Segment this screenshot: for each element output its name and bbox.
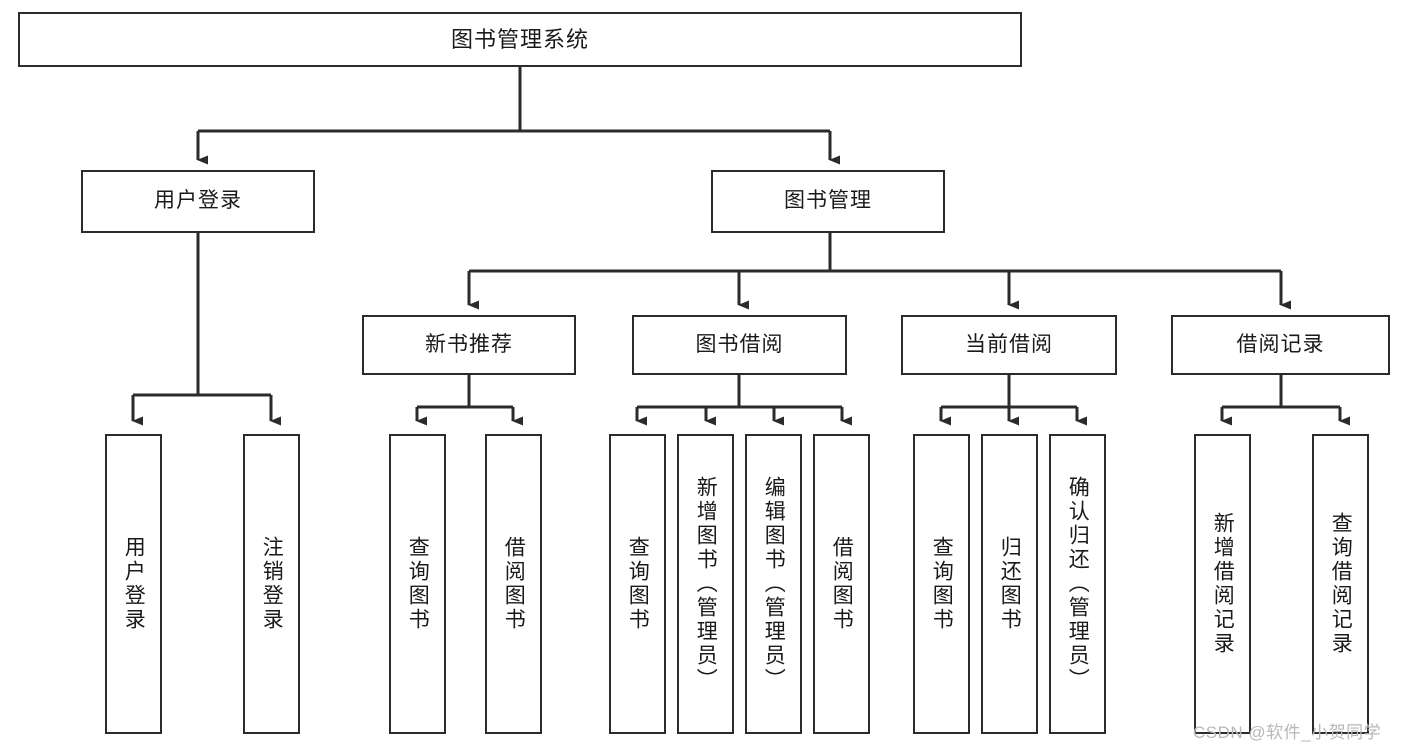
node-label: 借阅图书 (502, 536, 526, 632)
node-label: 新增借阅记录 (1211, 512, 1235, 656)
node-label: 查询图书 (626, 536, 650, 632)
leaf-record-add[interactable]: 新增借阅记录 (1194, 434, 1251, 734)
node-root-system[interactable]: 图书管理系统 (18, 12, 1022, 67)
leaf-record-query[interactable]: 查询借阅记录 (1312, 434, 1369, 734)
node-label: 用户登录 (122, 536, 146, 632)
node-book-management[interactable]: 图书管理 (711, 170, 945, 233)
leaf-user-login-login[interactable]: 用户登录 (105, 434, 162, 734)
leaf-new-book-borrow[interactable]: 借阅图书 (485, 434, 542, 734)
node-label: 新增图书（管理员） (694, 476, 718, 692)
leaf-current-return-book[interactable]: 归还图书 (981, 434, 1038, 734)
node-current-borrow[interactable]: 当前借阅 (901, 315, 1117, 375)
node-label: 归还图书 (998, 536, 1022, 632)
node-label: 注销登录 (260, 536, 284, 632)
node-label: 用户登录 (154, 189, 242, 213)
node-user-login[interactable]: 用户登录 (81, 170, 315, 233)
node-label: 新书推荐 (425, 332, 513, 356)
leaf-borrow-edit-book[interactable]: 编辑图书（管理员） (745, 434, 802, 734)
leaf-borrow-query-book[interactable]: 查询图书 (609, 434, 666, 734)
node-borrow-record[interactable]: 借阅记录 (1171, 315, 1390, 375)
leaf-new-book-query[interactable]: 查询图书 (389, 434, 446, 734)
node-label: 查询图书 (930, 536, 954, 632)
node-label: 借阅图书 (830, 536, 854, 632)
node-label: 图书管理系统 (450, 26, 589, 52)
leaf-borrow-add-book[interactable]: 新增图书（管理员） (677, 434, 734, 734)
leaf-current-query-book[interactable]: 查询图书 (913, 434, 970, 734)
node-label: 图书管理 (784, 189, 872, 213)
leaf-borrow-borrow-book[interactable]: 借阅图书 (813, 434, 870, 734)
node-label: 借阅记录 (1236, 332, 1325, 356)
node-book-borrow[interactable]: 图书借阅 (632, 315, 847, 375)
node-label: 查询借阅记录 (1329, 512, 1353, 656)
node-label: 编辑图书（管理员） (762, 476, 786, 692)
node-new-book-recommend[interactable]: 新书推荐 (362, 315, 576, 375)
csdn-watermark: CSDN @软件_小贺同学 (1193, 723, 1382, 742)
node-label: 当前借阅 (965, 332, 1053, 356)
leaf-current-confirm-return[interactable]: 确认归还（管理员） (1049, 434, 1106, 734)
node-label: 查询图书 (406, 536, 430, 632)
node-label: 图书借阅 (695, 332, 784, 356)
node-label: 确认归还（管理员） (1066, 476, 1090, 692)
leaf-user-login-logout[interactable]: 注销登录 (243, 434, 300, 734)
